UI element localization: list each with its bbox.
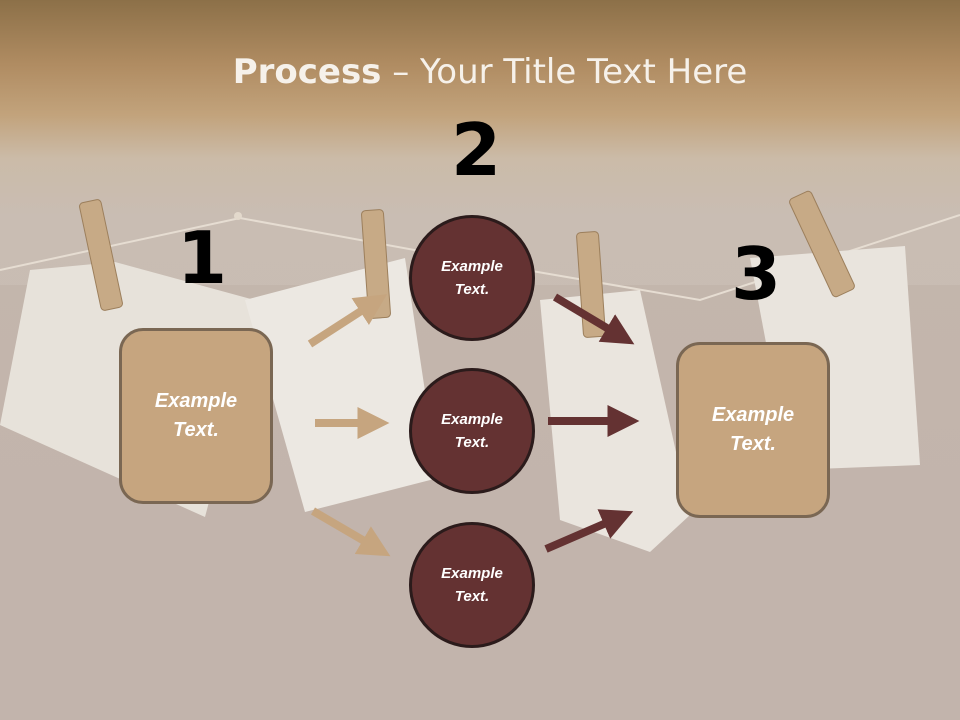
step-3-text: Example Text. — [711, 404, 795, 455]
title-bold: Process — [232, 52, 382, 92]
step-number-1: 1 — [177, 216, 228, 300]
title-rest: – Your Title Text Here — [381, 52, 748, 92]
step-number-2: 2 — [451, 108, 502, 192]
step-2-text-top: Example Text. — [441, 258, 503, 298]
step-2-circle-top: Example Text. — [409, 215, 535, 341]
step-2-circle-bottom: Example Text. — [409, 522, 535, 648]
step-1-text: Example Text. — [154, 390, 238, 441]
arrow-up-right-dark — [544, 509, 634, 553]
arrow-down-right-light — [310, 507, 391, 557]
step-2-text-middle: Example Text. — [441, 411, 503, 451]
step-number-3: 3 — [731, 232, 782, 316]
arrow-up-right-light — [307, 294, 388, 348]
step-1-box: Example Text. — [119, 328, 273, 504]
step-2-circle-middle: Example Text. — [409, 368, 535, 494]
slide-title: Process – Your Title Text Here — [0, 52, 960, 92]
step-2-text-bottom: Example Text. — [441, 565, 503, 605]
step-3-box: Example Text. — [676, 342, 830, 518]
arrow-down-right-dark — [552, 293, 635, 345]
